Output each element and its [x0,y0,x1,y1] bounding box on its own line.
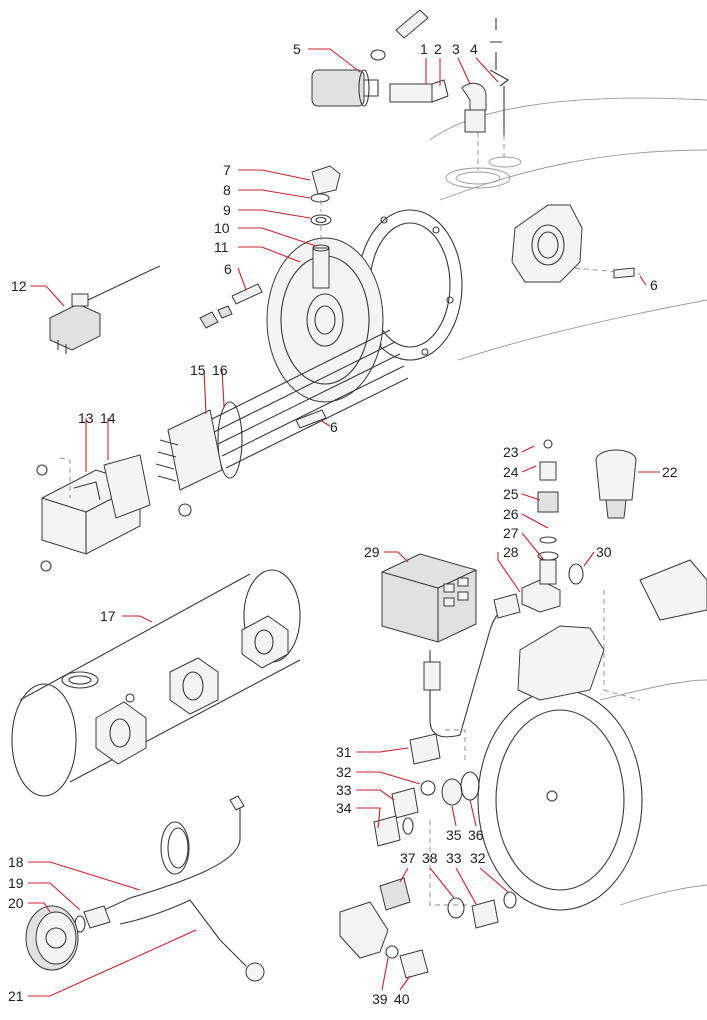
element-flange [266,237,384,403]
callout-42: 32 [470,850,486,866]
callout-15: 13 [78,410,94,426]
callout-3: 2 [434,41,442,57]
callout-1: 5 [293,41,301,57]
cylinder-shell [11,569,301,797]
callout-43: 39 [372,991,388,1007]
callout-20: 18 [8,854,24,870]
thermostat [49,265,161,354]
callout-38: 36 [468,827,484,843]
callout-29: 27 [503,525,519,541]
lower-fittings [339,733,517,979]
callout-24: 22 [662,464,678,480]
callout-12: 12 [11,278,27,294]
top-fittings [311,9,510,170]
callout-6: 7 [223,162,231,178]
callout-13: 15 [190,362,206,378]
callout-22: 20 [8,895,24,911]
plug [595,449,637,519]
gauge-assembly [25,795,265,982]
callout-2: 1 [420,41,428,57]
callout-25: 23 [503,444,519,460]
terminal-cover [36,454,192,572]
callout-34: 32 [336,764,352,780]
callout-4: 3 [452,41,460,57]
callout-36: 34 [336,800,352,816]
callout-14: 16 [212,362,228,378]
callout-21: 19 [8,875,24,891]
callout-30: 28 [503,544,519,560]
callout-44: 40 [394,991,410,1007]
studs [199,267,635,429]
callout-32: 30 [596,544,612,560]
callout-40: 38 [422,850,438,866]
callout-17: 6 [330,419,338,435]
callout-16: 14 [100,410,116,426]
callout-7: 8 [223,182,231,198]
callout-28: 26 [503,506,519,522]
callout-23: 21 [8,988,24,1004]
leader-lines [28,48,660,997]
callout-8: 9 [223,202,231,218]
tank-side-flange [511,204,641,283]
callout-41: 33 [446,850,462,866]
callout-18: 6 [650,277,658,293]
fittings-7-9 [310,165,341,240]
callout-39: 37 [400,850,416,866]
callout-5: 4 [470,41,478,57]
callout-9: 10 [214,220,230,236]
callout-10: 11 [214,239,229,255]
callout-37: 35 [446,827,462,843]
callout-27: 25 [503,486,519,502]
callout-35: 33 [336,782,352,798]
callout-31: 29 [364,544,380,560]
callout-26: 24 [503,464,519,480]
callout-11: 6 [224,261,232,277]
solenoid-valve [381,439,584,738]
lower-boiler [429,559,707,911]
callout-19: 17 [100,608,116,624]
callout-33: 31 [336,744,352,760]
heating-element-rods [155,329,409,491]
